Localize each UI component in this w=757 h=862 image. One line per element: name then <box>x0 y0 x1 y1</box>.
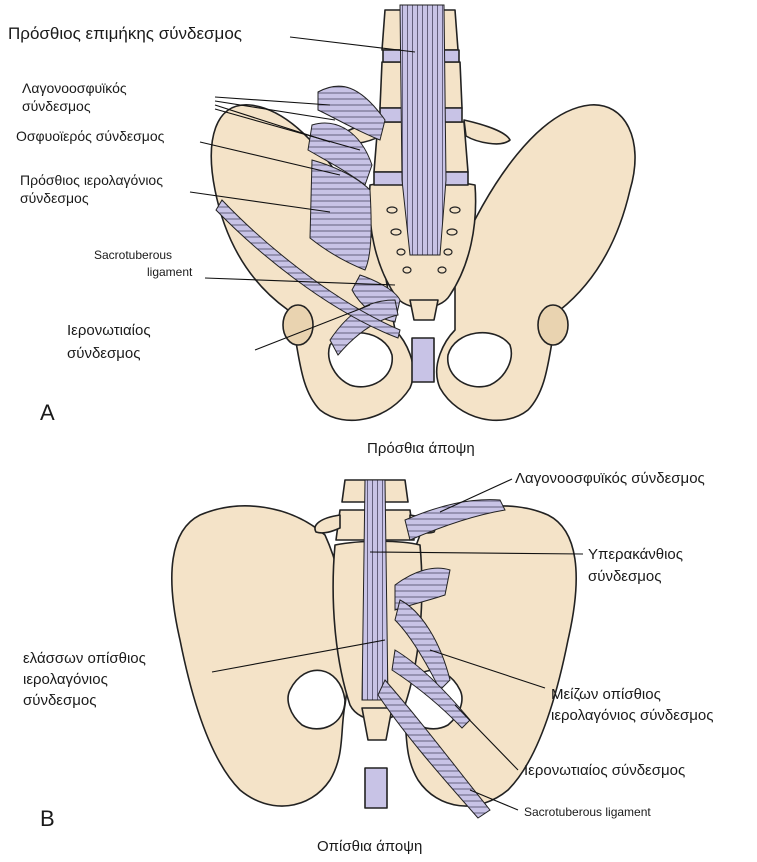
label-iliolumbar-line2: σύνδεσμος <box>22 98 91 115</box>
panel-b-caption: Οπίσθια άποψη <box>317 838 422 855</box>
label-short-posterior-line3: σύνδεσμος <box>23 692 96 710</box>
left-ilium-posterior <box>172 506 349 806</box>
label-sacrotuberous-a-line1: Sacrotuberous <box>94 248 172 262</box>
supraspinous-ligament <box>362 480 388 700</box>
anterior-longitudinal-ligament <box>400 5 446 255</box>
label-long-posterior-line2: ιερολαγόνιος σύνδεσμος <box>551 707 713 725</box>
panel-a-caption: Πρόσθια άποψη <box>367 440 475 457</box>
coccyx-posterior <box>362 708 392 740</box>
label-anterior-sacroiliac-line1: Πρόσθιος ιερολαγόνιος <box>20 172 163 189</box>
label-supraspinous-line1: Υπερακάνθιος <box>588 546 683 564</box>
coccyx-anterior <box>410 300 438 320</box>
label-anterior-longitudinal-ligament: Πρόσθιος επιμήκης σύνδεσμος <box>8 24 242 44</box>
label-sacrospinous-b: Ιερονωτιαίος σύνδεσμος <box>524 762 685 780</box>
label-sacrotuberous-a-line2: ligament <box>147 265 192 279</box>
panel-b-letter: B <box>40 806 55 832</box>
label-long-posterior-line1: Μείζων οπίσθιος <box>551 686 661 704</box>
right-acetabulum <box>538 305 568 345</box>
label-supraspinous-line2: σύνδεσμος <box>588 568 661 586</box>
label-iliolumbar-line1: Λαγονοοσφυϊκός <box>22 80 127 97</box>
label-sacrotuberous-b: Sacrotuberous ligament <box>524 805 651 819</box>
pubic-symphysis-a <box>412 338 434 382</box>
label-sacrospinous-a-line1: Ιερονωτιαίος <box>67 322 151 340</box>
label-short-posterior-line1: ελάσσων οπίσθιος <box>23 650 146 668</box>
left-obturator-posterior <box>288 670 345 729</box>
label-short-posterior-line2: ιερολαγόνιος <box>23 671 108 689</box>
label-iliolumbar-b: Λαγονοοσφυϊκός σύνδεσμος <box>515 470 705 488</box>
label-anterior-sacroiliac-line2: σύνδεσμος <box>20 190 89 207</box>
pubic-symphysis-b <box>365 768 387 808</box>
label-sacrospinous-a-line2: σύνδεσμος <box>67 345 140 363</box>
panel-a-letter: A <box>40 400 55 426</box>
label-lumbosacral-ligament: Οσφυοϊερός σύνδεσμος <box>16 128 164 145</box>
left-acetabulum <box>283 305 313 345</box>
